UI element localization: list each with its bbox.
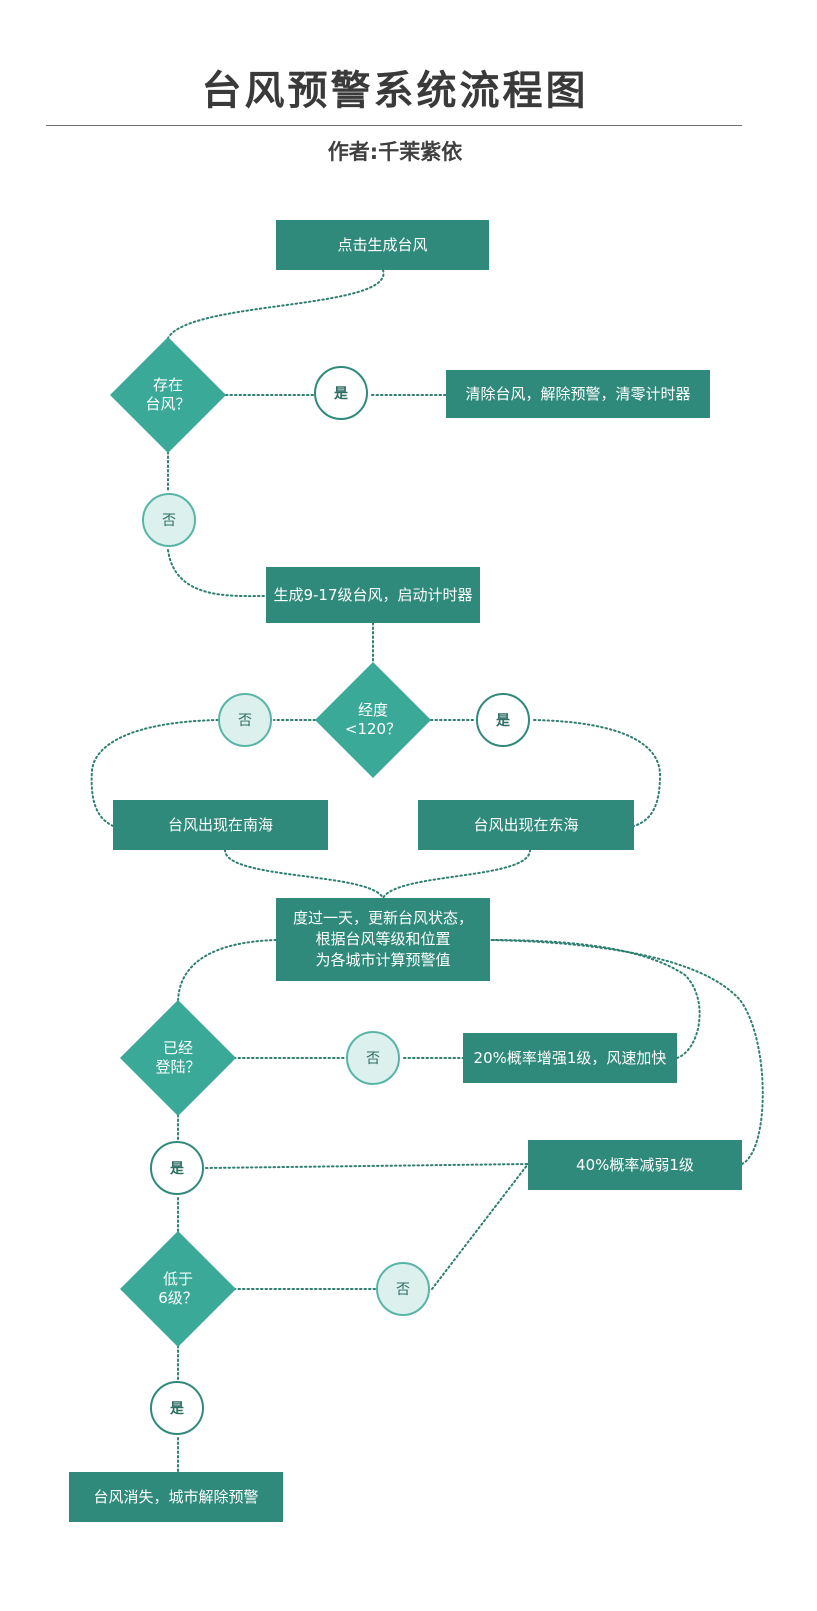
landed-no-circle: 否 bbox=[346, 1031, 400, 1085]
link-strengthen-to-update bbox=[489, 939, 701, 1059]
link-update-to-landed bbox=[177, 939, 277, 1004]
exists-no-circle: 否 bbox=[142, 493, 196, 547]
node-east-sea: 台风出现在东海 bbox=[418, 800, 634, 850]
decision-exists: 存在 台风？ bbox=[110, 337, 226, 453]
node-dissipate: 台风消失，城市解除预警 bbox=[69, 1472, 283, 1522]
node-clear-typhoon: 清除台风，解除预警，清零计时器 bbox=[446, 370, 710, 418]
node-generate: 生成9-17级台风，启动计时器 bbox=[266, 567, 480, 623]
below6-yes-circle: 是 bbox=[150, 1381, 204, 1435]
title-divider bbox=[46, 125, 742, 126]
decision-label: 已经 登陆？ bbox=[155, 1039, 201, 1076]
decision-landed: 已经 登陆？ bbox=[120, 1000, 236, 1116]
decision-label: 经度 <120？ bbox=[344, 701, 402, 738]
node-daily-update: 度过一天，更新台风状态， 根据台风等级和位置 为各城市计算预警值 bbox=[276, 898, 490, 981]
author-line: 作者:千茉紫依 bbox=[327, 140, 463, 164]
link-no-to-generate bbox=[167, 549, 267, 598]
link-no-to-weaken bbox=[431, 1163, 529, 1290]
link-weaken-to-update bbox=[489, 939, 764, 1165]
link-no-to-south bbox=[90, 719, 219, 827]
diagram-title: 台风预警系统流程图 bbox=[201, 68, 589, 114]
link-start-to-exists bbox=[167, 269, 385, 339]
node-start: 点击生成台风 bbox=[276, 220, 489, 270]
exists-yes-circle: 是 bbox=[314, 366, 368, 420]
decision-label: 存在 台风？ bbox=[145, 376, 191, 413]
link-yes-to-weaken bbox=[205, 1163, 529, 1169]
longitude-no-circle: 否 bbox=[218, 693, 272, 747]
longitude-yes-circle: 是 bbox=[476, 693, 530, 747]
link-south-to-update bbox=[224, 849, 384, 899]
below6-no-circle: 否 bbox=[376, 1262, 430, 1316]
landed-yes-circle: 是 bbox=[150, 1141, 204, 1195]
decision-below6: 低于 6级？ bbox=[120, 1231, 236, 1347]
node-south-sea: 台风出现在南海 bbox=[113, 800, 328, 850]
link-yes-to-east bbox=[533, 719, 662, 827]
decision-label: 低于 6级？ bbox=[158, 1270, 198, 1307]
node-strengthen: 20%概率增强1级，风速加快 bbox=[463, 1033, 677, 1083]
decision-longitude: 经度 <120？ bbox=[315, 662, 431, 778]
node-weaken: 40%概率减弱1级 bbox=[528, 1140, 742, 1190]
link-east-to-update bbox=[382, 849, 531, 899]
